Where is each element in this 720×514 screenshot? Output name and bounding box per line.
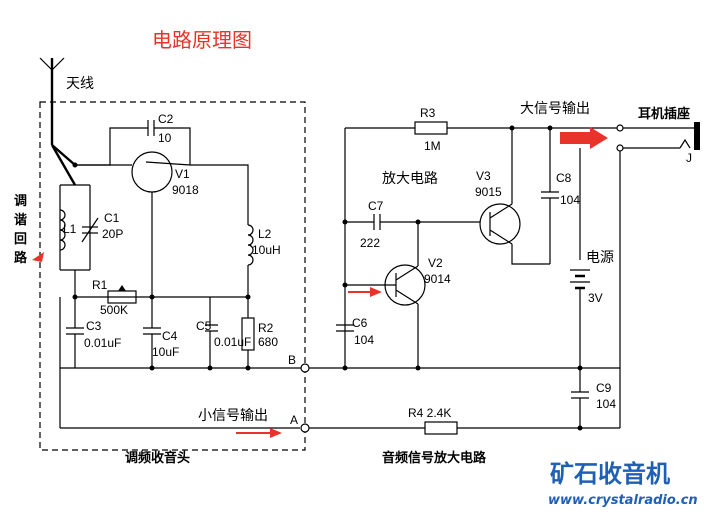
svg-text:500K: 500K: [100, 303, 128, 317]
rf-section-label: 调频收音头: [125, 450, 190, 466]
svg-text:104: 104: [596, 397, 616, 411]
svg-text:R4 2.4K: R4 2.4K: [408, 406, 451, 420]
c3-capacitor: [66, 327, 84, 335]
tuning-arrow-icon: [32, 252, 44, 262]
svg-text:10uH: 10uH: [252, 243, 281, 257]
big-out-arrow-icon: [560, 127, 608, 149]
svg-text:10: 10: [158, 131, 172, 145]
site-logo: 矿石收音机: [550, 460, 670, 488]
svg-text:222: 222: [360, 236, 380, 250]
svg-text:C1: C1: [104, 211, 120, 225]
svg-text:V3: V3: [476, 169, 491, 183]
junction-dots: [72, 125, 583, 431]
tuning-label: 调 谐 回 路: [14, 194, 28, 266]
node-a: [300, 423, 310, 433]
svg-text:R3: R3: [420, 106, 436, 120]
c5-capacitor: [205, 297, 218, 368]
svg-text:20P: 20P: [102, 227, 123, 241]
c9-capacitor: [571, 391, 589, 399]
c7-capacitor: [373, 214, 381, 230]
svg-text:9014: 9014: [424, 272, 451, 286]
page-title: 电路原理图: [152, 28, 252, 52]
svg-text:10uF: 10uF: [152, 345, 179, 359]
svg-text:谐: 谐: [14, 212, 27, 228]
l1-coil: [59, 209, 66, 251]
c2-capacitor: [147, 120, 155, 136]
svg-text:0.01uF: 0.01uF: [214, 335, 251, 349]
c1-capacitor: [81, 217, 99, 243]
svg-text:V1: V1: [175, 167, 190, 181]
svg-text:A: A: [290, 413, 298, 427]
svg-text:L2: L2: [258, 227, 272, 241]
svg-text:C8: C8: [556, 171, 572, 185]
svg-text:J: J: [686, 151, 692, 165]
svg-text:回: 回: [14, 232, 27, 247]
earphone-jack-icon: [616, 122, 700, 152]
small-signal-label: 小信号输出: [198, 408, 268, 424]
svg-text:680: 680: [258, 335, 278, 349]
r4-resistor: [424, 421, 458, 435]
svg-text:104: 104: [560, 193, 580, 207]
c6-capacitor: [336, 324, 354, 332]
amp-circuit-label: 放大电路: [382, 171, 438, 187]
svg-text:104: 104: [354, 333, 374, 347]
svg-text:路: 路: [14, 250, 28, 266]
svg-text:C4: C4: [162, 329, 178, 343]
svg-text:9018: 9018: [172, 183, 199, 197]
power-label: 电源: [586, 250, 614, 266]
l2-coil: [247, 224, 254, 266]
svg-text:C2: C2: [158, 112, 174, 126]
svg-text:B: B: [288, 353, 296, 367]
svg-text:R1: R1: [92, 278, 108, 292]
v3-transistor: [479, 203, 521, 245]
svg-text:C3: C3: [86, 319, 102, 333]
small-out-arrow-icon: [236, 428, 282, 438]
antenna-label: 天线: [66, 76, 94, 92]
big-signal-label: 大信号输出: [520, 101, 590, 117]
svg-text:L1: L1: [63, 222, 77, 236]
svg-text:C6: C6: [352, 316, 368, 330]
svg-text:0.01uF: 0.01uF: [84, 336, 121, 350]
battery-icon: [570, 269, 590, 290]
svg-text:C9: C9: [596, 381, 612, 395]
svg-text:V2: V2: [428, 256, 443, 270]
site-url: www.crystalradio.cn: [548, 493, 698, 508]
rf-section-box: [39, 101, 306, 451]
v2-input-arrow-icon: [348, 287, 382, 297]
svg-text:调: 调: [14, 194, 27, 209]
svg-text:C7: C7: [368, 199, 384, 213]
r3-resistor: [414, 121, 448, 135]
c8-capacitor: [541, 191, 559, 199]
earphone-label: 耳机插座: [638, 106, 690, 122]
svg-text:1M: 1M: [424, 139, 441, 153]
af-section-label: 音频信号放大电路: [382, 450, 487, 466]
svg-text:C5: C5: [196, 319, 212, 333]
v1-transistor: [131, 151, 173, 193]
svg-text:9015: 9015: [475, 185, 502, 199]
svg-text:3V: 3V: [588, 291, 603, 305]
node-b: [300, 363, 310, 373]
c4-capacitor: [143, 327, 161, 335]
antenna-icon: [39, 57, 77, 186]
svg-text:R2: R2: [258, 321, 274, 335]
